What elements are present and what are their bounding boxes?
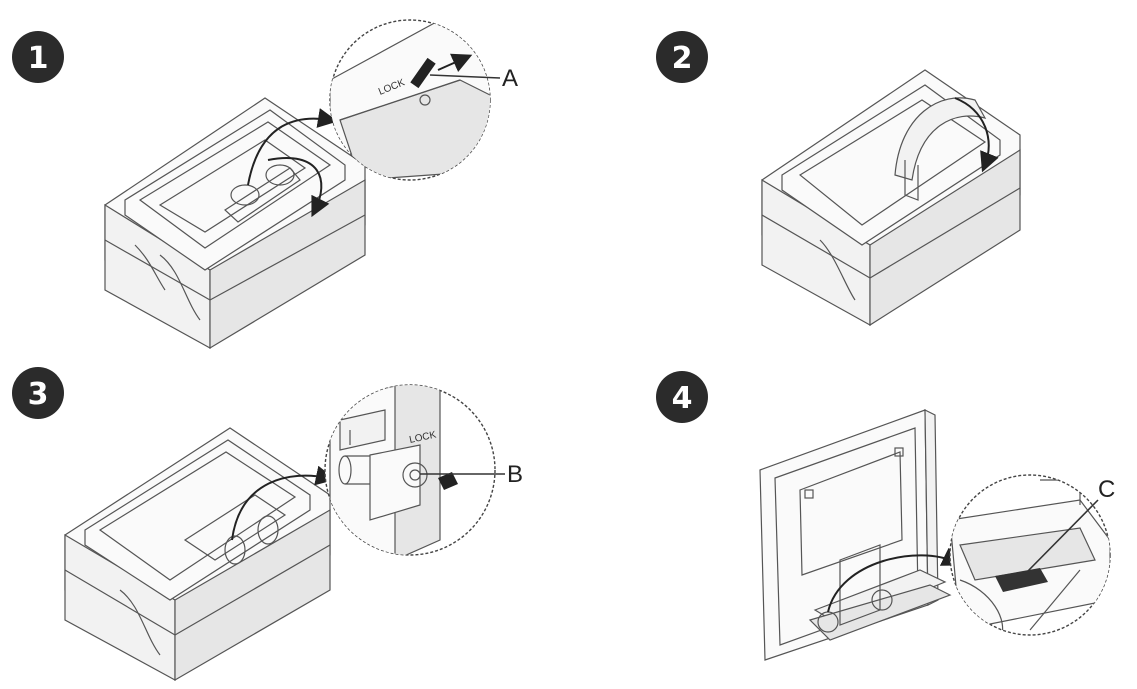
step-badge-circle	[12, 31, 64, 83]
zoom-detail-3: LOCK B	[324, 384, 523, 556]
zoom-arrow	[231, 465, 336, 541]
zoom-arrow	[247, 108, 338, 186]
step-badge-circle	[656, 31, 708, 83]
step-4: 4 C	[656, 371, 1115, 661]
zoom-detail-1: LOCK A	[329, 19, 518, 181]
monitor	[759, 409, 952, 661]
callout-label: C	[1098, 476, 1115, 503]
step-2: 2	[656, 31, 1021, 327]
callout-label: B	[507, 461, 523, 488]
step-2-badge: 2	[656, 31, 708, 83]
lock-tab-icon	[995, 568, 1048, 592]
rotate-arrow	[267, 157, 330, 218]
step-number: 4	[672, 381, 693, 416]
packaging-box	[104, 97, 366, 350]
step-4-badge: 4	[656, 371, 708, 423]
callout-label: A	[502, 65, 518, 92]
step-badge-circle	[12, 367, 64, 419]
step-1: 1	[12, 19, 518, 350]
rotate-arrow	[954, 97, 999, 173]
step-3: 3	[12, 367, 523, 682]
step-number: 3	[28, 377, 49, 412]
step-badge-circle	[656, 371, 708, 423]
screw-icon	[438, 472, 458, 490]
zoom-detail-4: C	[949, 474, 1115, 636]
step-3-badge: 3	[12, 367, 64, 419]
packaging-box	[64, 427, 331, 682]
step-1-badge: 1	[12, 31, 64, 83]
zoom-arrow	[827, 547, 963, 613]
step-number: 2	[672, 41, 693, 76]
packaging-box	[761, 69, 1021, 327]
step-number: 1	[28, 41, 49, 76]
